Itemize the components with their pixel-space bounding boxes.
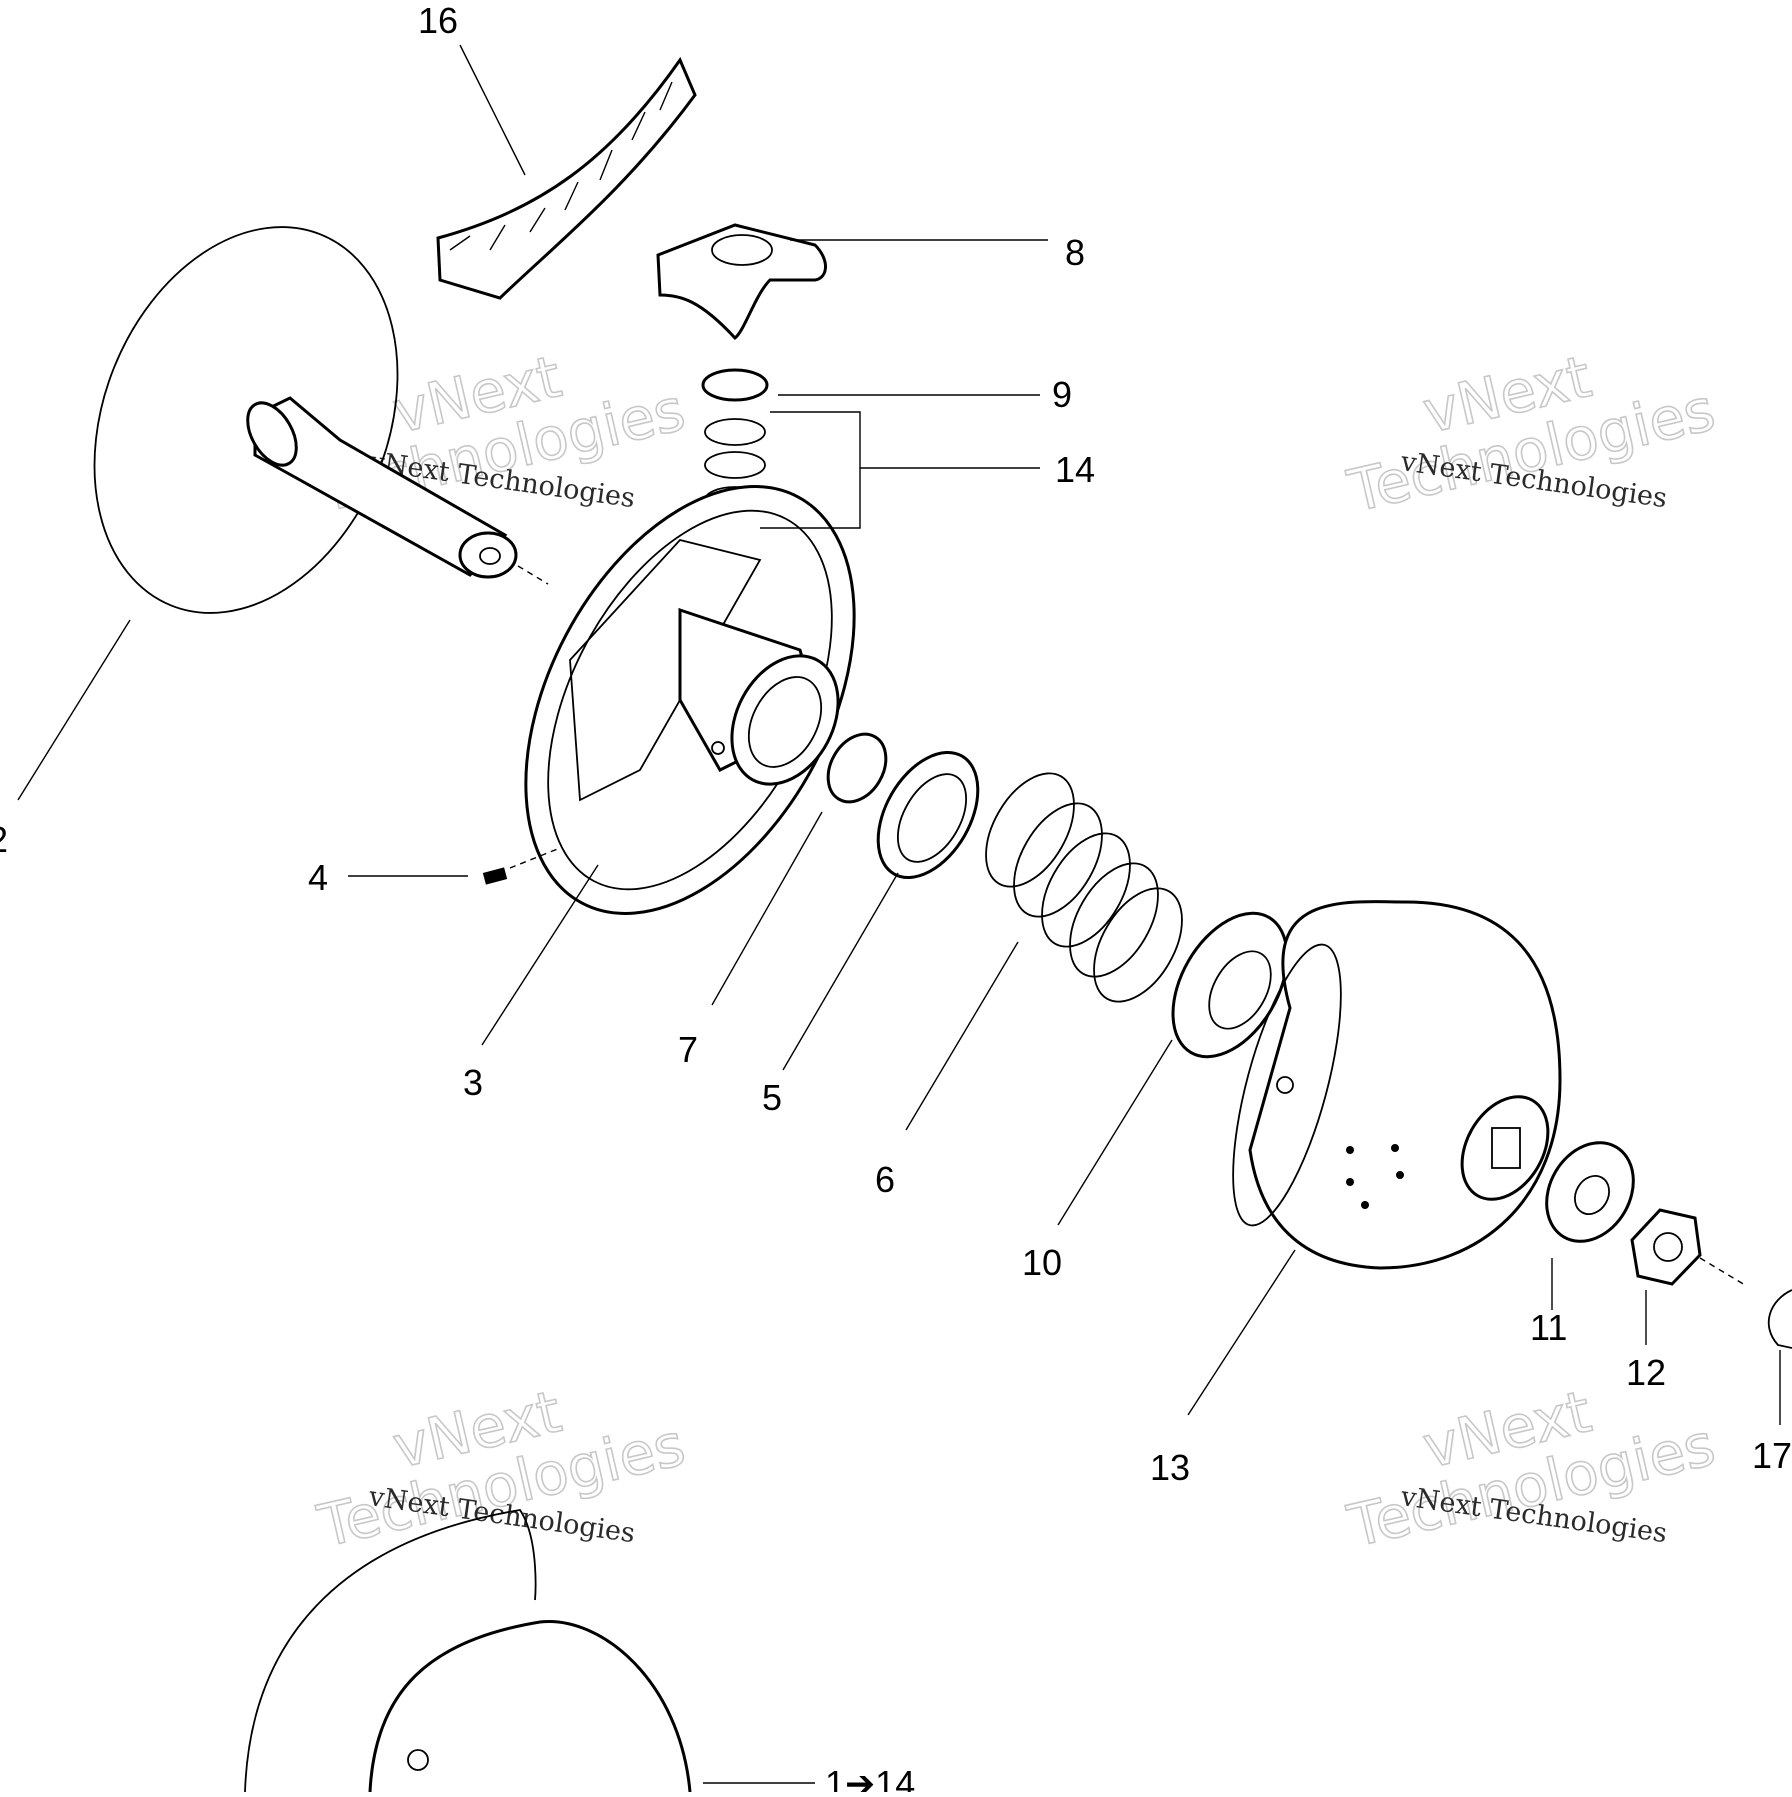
seat-outer: [876, 750, 980, 880]
belt-cogs: [449, 81, 673, 251]
leader-lines: [17, 44, 1781, 1784]
part-7-o-ring: [826, 732, 888, 804]
callout-2: 2: [0, 819, 8, 860]
callout-17: 17: [1752, 1435, 1792, 1476]
cover-vent-4: [1396, 1171, 1404, 1179]
part-17-clip: [1767, 1289, 1792, 1349]
spring-coil-1: [985, 772, 1075, 888]
part-4-set-screw: [482, 867, 508, 885]
callout-4: 4: [308, 857, 328, 898]
spring-coil-3: [1041, 832, 1131, 948]
shaft-nut: [458, 531, 518, 579]
callout-16: 16: [418, 0, 458, 41]
cover-vent-5: [1361, 1201, 1369, 1209]
part-12-hex-nut: [1630, 1208, 1702, 1286]
callout-7: 7: [678, 1029, 698, 1070]
sheave-disc-outline: [93, 226, 399, 614]
cover-shell: [1248, 900, 1562, 1270]
spring-coil-2: [1013, 802, 1103, 918]
part-8-slider-shoe: [656, 223, 827, 341]
assembly-outer-disc: [244, 1509, 537, 1793]
assembly-hole: [407, 1749, 429, 1771]
callout-8: 8: [1065, 232, 1085, 273]
leader-10: [1057, 1039, 1173, 1226]
part-2-fixed-sheave: [93, 226, 549, 614]
cover-vent-1: [1346, 1146, 1354, 1154]
leader-16: [459, 44, 526, 176]
nut-axis: [1699, 1257, 1746, 1286]
shaft-end: [246, 401, 298, 467]
cover-vent-3: [1346, 1178, 1354, 1186]
shim-ring-2: [704, 451, 766, 479]
part-5-spring-seat: [876, 750, 980, 880]
assembly-view: [244, 1509, 692, 1793]
leader-7: [711, 811, 823, 1006]
callout-5: 5: [762, 1077, 782, 1118]
part-11-washer: [1545, 1141, 1635, 1243]
hub-bore-thread: [747, 676, 823, 768]
washer-outer: [1545, 1141, 1635, 1243]
seat-inner: [896, 773, 968, 863]
callout-6: 6: [875, 1159, 895, 1200]
leader-5: [782, 872, 899, 1071]
leader-2: [17, 619, 131, 801]
shaft-axis: [517, 565, 549, 585]
washer-hole: [1574, 1175, 1610, 1215]
slider-hole: [711, 234, 773, 266]
cover-hub-plate: [1460, 1095, 1550, 1201]
set-screw-axis: [509, 847, 561, 869]
callout-3: 3: [463, 1062, 483, 1103]
assembly-cover: [368, 1620, 692, 1793]
shaft-bore: [479, 547, 501, 565]
part-16-drive-belt: [436, 56, 697, 300]
spring-coil-5: [1093, 887, 1183, 1003]
callout-9: 9: [1052, 374, 1072, 415]
part-6-spring: [985, 772, 1183, 1003]
spring-coil-4: [1069, 862, 1159, 978]
leader-14-bracket: [760, 411, 861, 529]
part-13-cover: [1232, 900, 1562, 1270]
callout-13: 13: [1150, 1447, 1190, 1488]
collar-bore: [1208, 950, 1272, 1030]
nut-body: [1630, 1208, 1702, 1286]
callout-10: 10: [1022, 1242, 1062, 1283]
callout-11: 11: [1530, 1307, 1567, 1348]
cover-hub-square: [1491, 1127, 1521, 1169]
hub-set-hole: [711, 741, 725, 755]
shim-ring-1: [704, 418, 766, 446]
belt-body: [436, 56, 697, 300]
leader-6: [905, 941, 1019, 1131]
hub-bore-outer: [730, 654, 840, 786]
callout-14: 14: [1055, 449, 1095, 490]
nut-bore: [1653, 1232, 1683, 1262]
cover-vent-2: [1391, 1144, 1399, 1152]
leader-13: [1187, 1249, 1296, 1416]
cover-side-hole: [1276, 1076, 1294, 1094]
callout-12: 12: [1626, 1352, 1666, 1393]
cover-rim: [1232, 943, 1342, 1227]
slider-body: [656, 223, 827, 341]
callout-assembly-range: 1➔14: [825, 1763, 915, 1792]
part-9-washer: [701, 368, 769, 402]
leader-3: [481, 864, 599, 1046]
part-3-movable-sheave: [524, 485, 856, 915]
